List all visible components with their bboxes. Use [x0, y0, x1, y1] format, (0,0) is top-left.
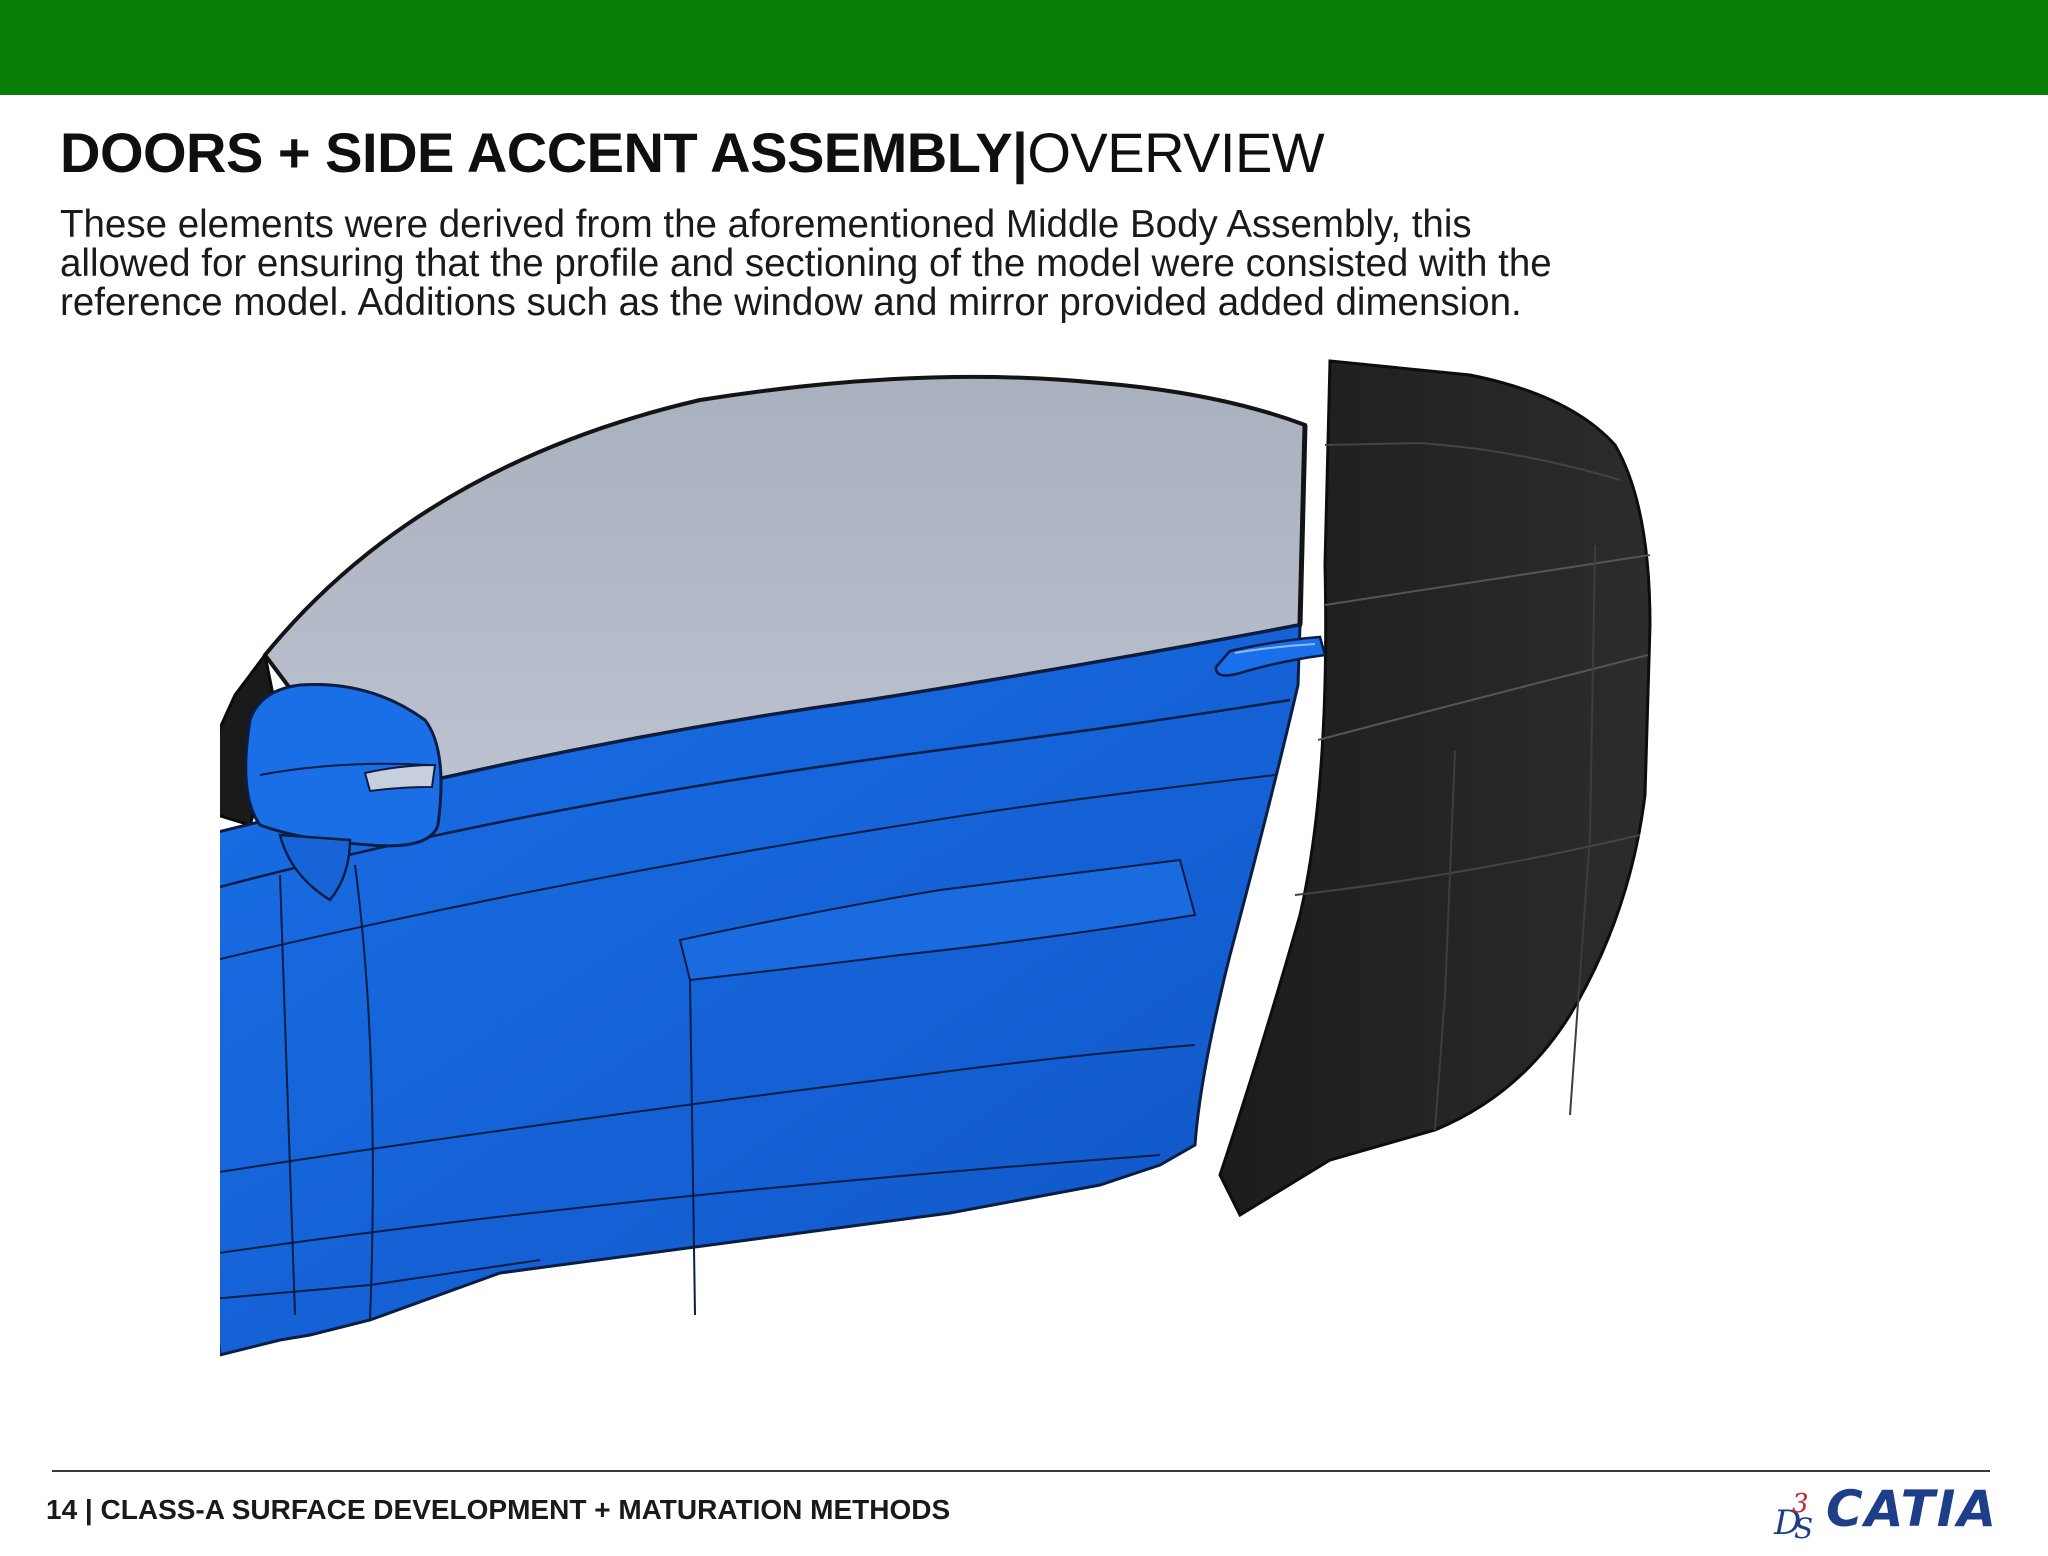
description: These elements were derived from the afo… [60, 205, 1760, 322]
footer-divider [52, 1470, 1990, 1472]
door-panel [220, 623, 1327, 1357]
title-sub: OVERVIEW [1027, 121, 1325, 184]
door-handle [1214, 635, 1327, 677]
description-line: These elements were derived from the afo… [60, 203, 1472, 246]
side-accent-panel [1218, 359, 1652, 1218]
svg-text:D: D [1773, 1503, 1801, 1543]
header-bar [0, 0, 2048, 95]
catia-logo-icon: D 3 S [1773, 1489, 1813, 1545]
description-line: reference model. Additions such as the w… [60, 281, 1522, 324]
footer-caption: 14 | CLASS-A SURFACE DEVELOPMENT + MATUR… [46, 1494, 951, 1525]
description-line: allowed for ensuring that the profile an… [60, 242, 1552, 285]
svg-text:3: 3 [1792, 1489, 1809, 1519]
door-assembly-render [220, 359, 1652, 1357]
title-main: DOORS + SIDE ACCENT ASSEMBLY| [60, 121, 1028, 184]
catia-wordmark: CATIA [1826, 1480, 1999, 1538]
svg-text:S: S [1794, 1512, 1813, 1545]
page-title: DOORS + SIDE ACCENT ASSEMBLY|OVERVIEW [60, 118, 1325, 188]
side-mirror [244, 682, 443, 902]
